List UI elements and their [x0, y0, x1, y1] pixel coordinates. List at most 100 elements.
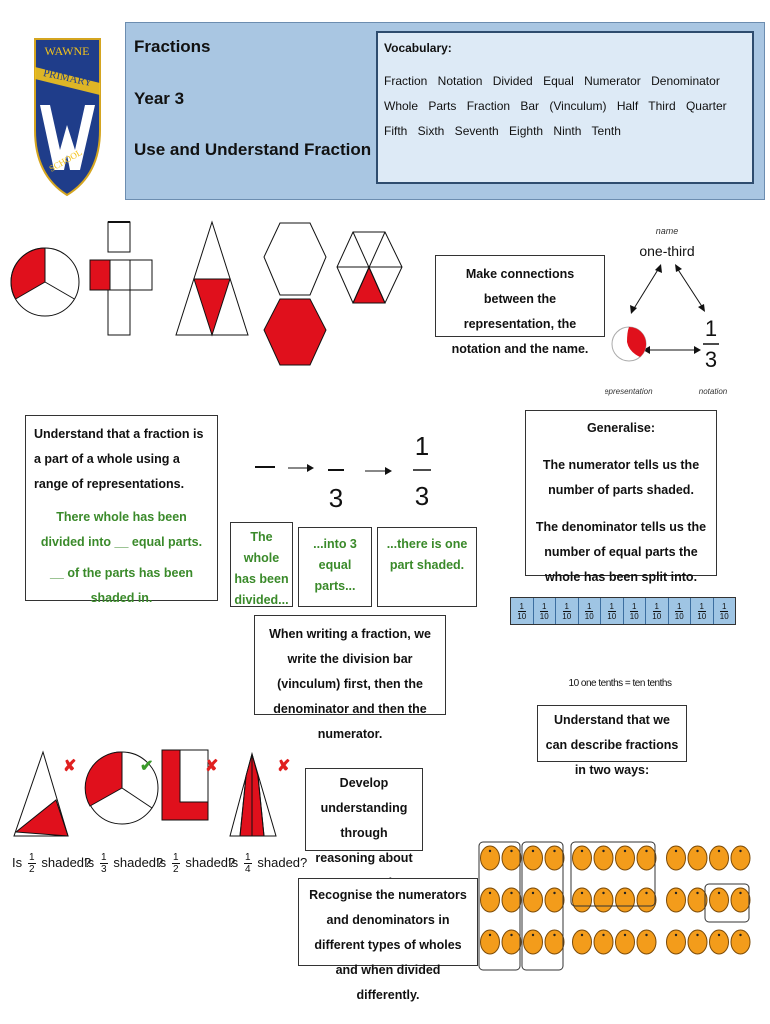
- step1-text: The whole has been divided...: [234, 530, 289, 607]
- step-den: 3: [329, 483, 343, 513]
- orange-icon: [709, 887, 729, 913]
- school-logo: WAWNE PRIMARY SCHOOL: [30, 35, 105, 200]
- orange-icon: [501, 887, 522, 913]
- generalise-p2: The denominator tells us the number of e…: [535, 520, 707, 584]
- orange-icon: [666, 887, 686, 913]
- page-title: Fractions: [134, 37, 211, 56]
- writing-sequence: 3 1 3: [250, 425, 450, 520]
- understand-intro: Understand that a fraction is a part of …: [34, 427, 204, 491]
- step2-text: ...into 3 equal parts...: [313, 537, 357, 593]
- orange-icon: [593, 929, 614, 955]
- logo-line1: WAWNE: [44, 44, 89, 58]
- understand-line1: There whole has been divided into __ equ…: [40, 510, 203, 549]
- orange-icon: [523, 845, 543, 871]
- name-label: name: [656, 226, 679, 236]
- orange-icon: [544, 887, 565, 913]
- orange-icon: [666, 929, 686, 955]
- orange-icon: [544, 845, 565, 871]
- shapes-row: [10, 215, 410, 390]
- notation-label: notation: [699, 387, 728, 396]
- orange-icon: [572, 845, 592, 871]
- year-label: Year 3: [134, 89, 185, 108]
- group-outline: [570, 841, 656, 907]
- orange-icon: [709, 845, 729, 871]
- mark-3: ✘: [205, 758, 219, 775]
- generalise-p1: The numerator tells us the number of par…: [542, 458, 700, 497]
- understand-line2: __ of the parts has been shaded in.: [49, 566, 194, 605]
- step-final-den: 3: [415, 481, 429, 511]
- nonexamples-box: Develop understanding through reasoning …: [305, 768, 423, 915]
- connections-text: Make connections between the representat…: [451, 267, 589, 356]
- step-num: 1: [415, 431, 429, 461]
- step3-box: ...there is one part shaded.: [377, 527, 477, 607]
- orange-icon: [615, 887, 635, 913]
- orange-icon: [687, 845, 708, 871]
- orange-icon: [572, 887, 592, 913]
- vocabulary-title: Vocabulary:: [384, 41, 452, 55]
- step3-text: ...there is one part shaded.: [386, 537, 468, 572]
- orange-icon: [593, 887, 614, 913]
- writing-text: When writing a fraction, we write the di…: [269, 627, 431, 741]
- orange-icon: [709, 929, 729, 955]
- mark-2: ✔: [140, 758, 154, 775]
- mark-4: ✘: [277, 758, 291, 775]
- orange-icon: [666, 845, 686, 871]
- nonexample-shapes: [10, 740, 300, 840]
- oranges-groups: [478, 838, 763, 973]
- describe-text: Understand that we can describe fraction…: [545, 713, 679, 777]
- group-outline: [521, 841, 564, 971]
- orange-icon: [544, 929, 565, 955]
- orange-icon: [523, 887, 543, 913]
- orange-icon: [687, 929, 708, 955]
- group-outline: [478, 841, 521, 971]
- orange-icon: [572, 929, 592, 955]
- recognise-text: Recognise the numerators and denominator…: [309, 888, 467, 1002]
- name-value: one-third: [639, 243, 694, 259]
- representation-label: representation: [605, 387, 653, 396]
- orange-icon: [523, 929, 543, 955]
- page-subtitle: Use and Understand Fraction Notation: [134, 140, 445, 159]
- mark-1: ✘: [63, 758, 77, 775]
- recognise-box: Recognise the numerators and denominator…: [298, 878, 478, 1002]
- vocabulary-box: Vocabulary: Fraction Notation Divided Eq…: [376, 31, 754, 184]
- orange-icon: [615, 845, 635, 871]
- orange-icon: [687, 887, 708, 913]
- group-outline: [704, 883, 750, 923]
- orange-icon: [480, 845, 500, 871]
- orange-icon: [730, 887, 751, 913]
- tenths-caption: 10 one tenths = ten tenths: [568, 678, 672, 689]
- generalise-box: Generalise: The numerator tells us the n…: [525, 410, 717, 584]
- connections-box: Make connections between the representat…: [435, 255, 605, 356]
- generalise-title: Generalise:: [586, 421, 656, 435]
- orange-icon: [593, 845, 614, 871]
- notation-num: 1: [705, 316, 717, 341]
- writing-box: When writing a fraction, we write the di…: [254, 615, 446, 741]
- vocabulary-text: Fraction Notation Divided Equal Numerato…: [384, 74, 727, 138]
- orange-icon: [636, 929, 657, 955]
- orange-icon: [615, 929, 635, 955]
- understand-box: Understand that a fraction is a part of …: [25, 415, 218, 605]
- orange-icon: [480, 887, 500, 913]
- orange-icon: [501, 929, 522, 955]
- header-panel: Fractions Year 3 Use and Understand Frac…: [125, 22, 765, 200]
- connections-diagram: name one-third 1 3 representation notati…: [601, 222, 755, 402]
- orange-icon: [480, 929, 500, 955]
- step2-box: ...into 3 equal parts...: [298, 527, 372, 607]
- notation-den: 3: [705, 347, 717, 372]
- orange-icon: [636, 887, 657, 913]
